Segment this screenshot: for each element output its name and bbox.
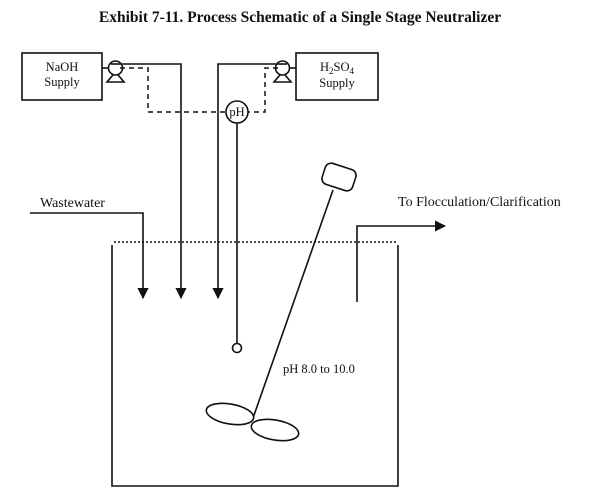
ph-range-label: pH 8.0 to 10.0 <box>283 362 355 376</box>
h2so4-supply-box: H2SO4 Supply <box>295 52 379 101</box>
h2so4-formula-so: SO <box>334 60 350 74</box>
h2so4-formula-h: H <box>320 60 329 74</box>
naoh-supply-label-line1: NaOH <box>46 60 79 74</box>
naoh-pump-icon <box>102 60 126 83</box>
ph-probe-icon <box>231 123 243 354</box>
ph-meter-label: pH <box>229 105 244 119</box>
h2so4-supply-label-line1: H2SO4 <box>320 60 355 76</box>
wastewater-label: Wastewater <box>40 196 105 211</box>
h2so4-pump-icon <box>272 60 296 83</box>
naoh-control-signal-line <box>120 67 225 113</box>
h2so4-control-signal-line <box>248 67 278 113</box>
outlet-label: To Flocculation/Clarification <box>398 195 561 210</box>
ph-meter-icon: pH <box>225 100 249 124</box>
outlet-line <box>356 220 447 302</box>
mixer-icon <box>205 162 357 442</box>
h2so4-formula-sub2: 2 <box>329 66 334 76</box>
neutralizer-tank <box>111 241 399 487</box>
h2so4-supply-label-line2: Supply <box>319 76 355 90</box>
h2so4-feed-line <box>212 63 276 300</box>
diagram-title: Exhibit 7-11. Process Schematic of a Sin… <box>99 9 501 26</box>
h2so4-formula-sub4: 4 <box>350 66 355 76</box>
naoh-supply-label-line2: Supply <box>44 75 80 89</box>
naoh-supply-box: NaOH Supply <box>21 52 103 101</box>
naoh-feed-line <box>122 63 187 300</box>
wastewater-inflow-line <box>30 212 149 300</box>
